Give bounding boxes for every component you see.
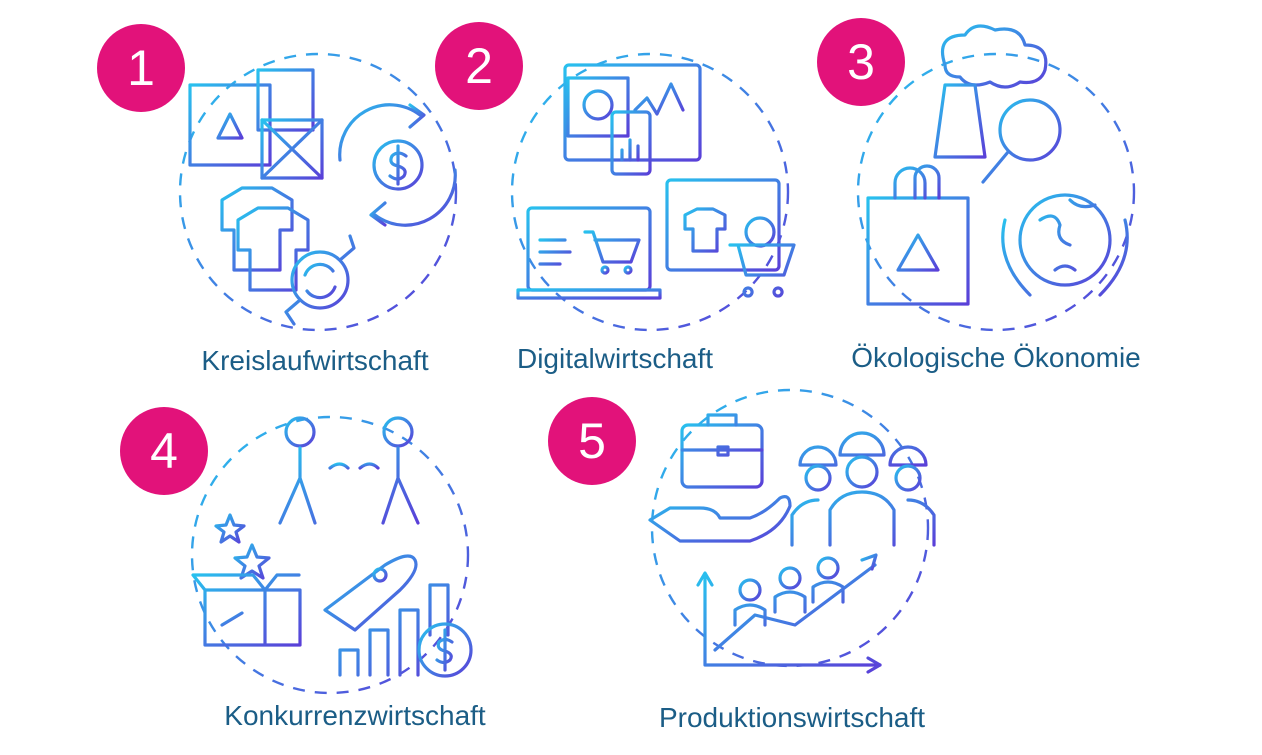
factory-smoke-icon — [923, 24, 1048, 162]
online-store-icon — [665, 178, 796, 298]
number-badge-4: 4 — [120, 407, 208, 495]
recycle-bag-icon — [866, 164, 970, 306]
label-kreislaufwirtschaft: Kreislaufwirtschaft — [201, 345, 429, 376]
circular-economy-illustration — [178, 52, 458, 332]
dashed-circle-1 — [178, 52, 458, 332]
label-produktionswirtschaft: Produktionswirtschaft — [658, 702, 926, 733]
hands-globe-icon — [1001, 193, 1129, 297]
dashboard-monitor-icon — [553, 63, 712, 162]
laptop-cart-icon — [516, 206, 662, 300]
dashed-circle-3 — [856, 52, 1136, 332]
briefcase-hand-icon — [648, 413, 792, 543]
number-badge-1: 1 — [97, 24, 185, 112]
dashed-circle-2 — [510, 52, 790, 332]
clothing-icon — [220, 186, 310, 292]
refresh-arrows-icon — [284, 234, 356, 326]
smartphone-icon — [610, 110, 652, 176]
competitive-economy-illustration — [190, 415, 473, 695]
digital-economy-illustration — [510, 52, 796, 332]
magnifier-icon — [981, 98, 1062, 184]
workers-icon — [790, 431, 936, 547]
rocket-growth-icon — [323, 554, 473, 678]
number-badge-3: 3 — [817, 18, 905, 106]
recycled-boxes-icon — [188, 68, 324, 180]
tug-of-war-icon — [273, 416, 427, 525]
number-badge-5: 5 — [548, 397, 636, 485]
label-digitalwirtschaft: Digitalwirtschaft — [516, 343, 714, 374]
dashed-circle-4 — [190, 415, 470, 695]
team-growth-chart-icon — [696, 553, 882, 674]
dollar-cycle-icon — [338, 103, 457, 227]
ecological-economics-illustration — [856, 24, 1136, 332]
label-konkurrenzwirtschaft: Konkurrenzwirtschaft — [224, 700, 486, 731]
production-economy-illustration — [648, 388, 936, 674]
dashed-circle-5 — [650, 388, 930, 668]
label-oekologische-oekonomie: Ökologische Ökonomie — [851, 342, 1141, 373]
number-badge-2: 2 — [435, 22, 523, 110]
stars-box-icon — [191, 513, 302, 647]
